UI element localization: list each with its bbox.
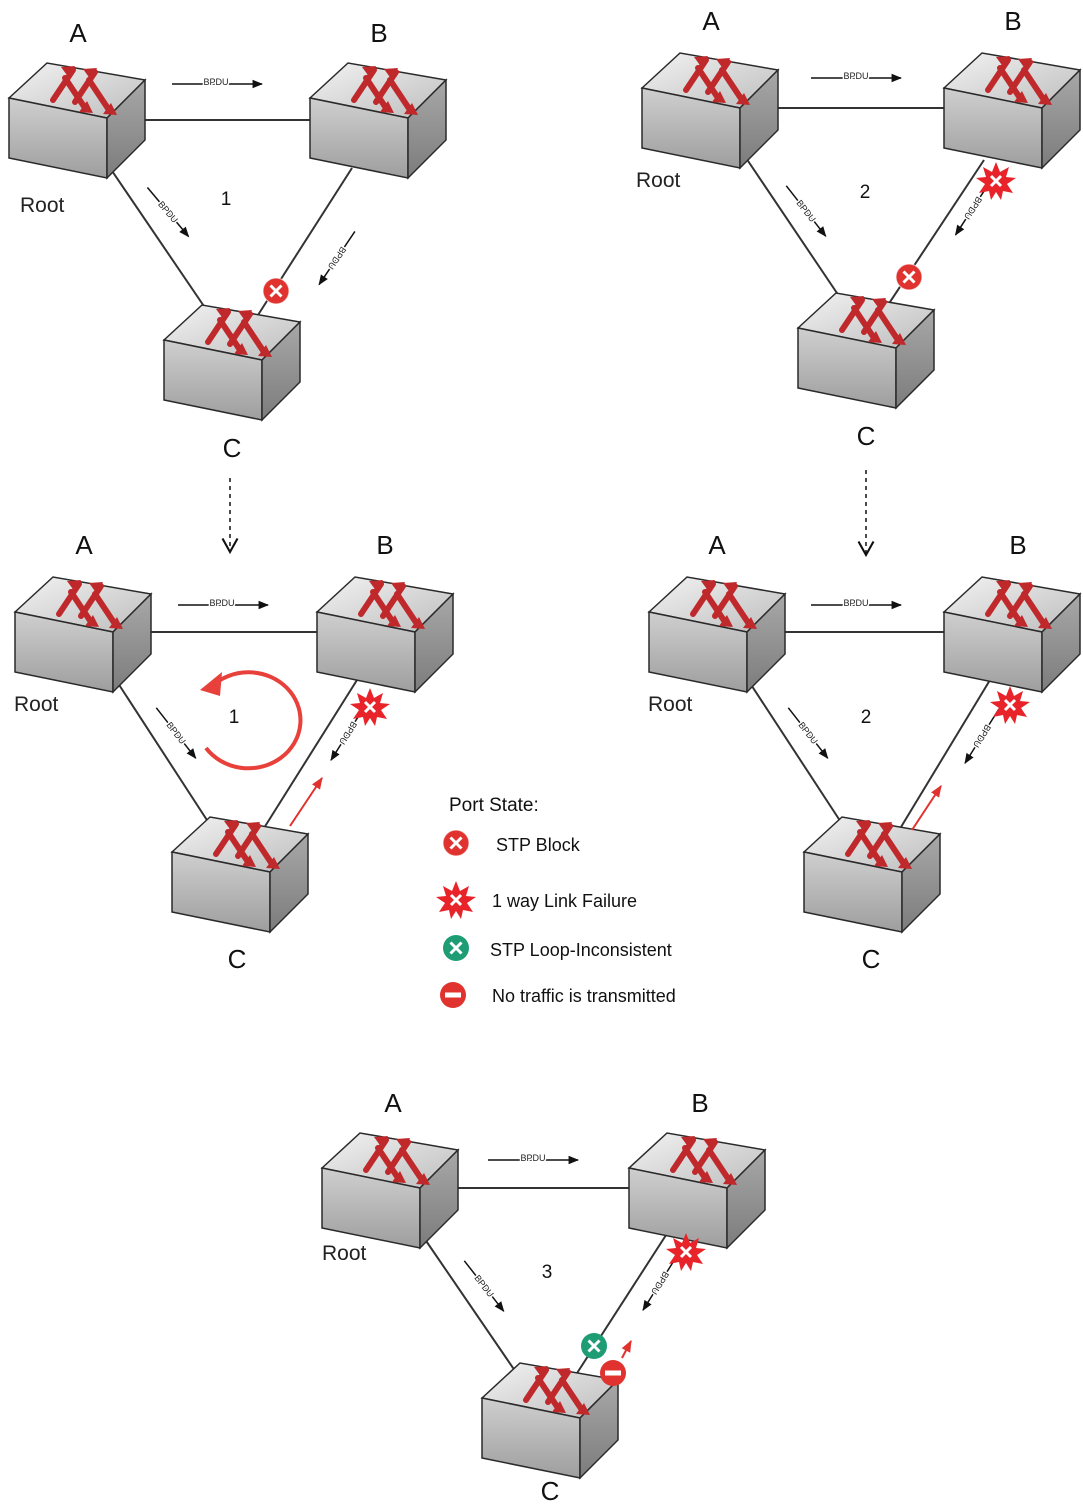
switch-c-icon [804,817,940,932]
link-a-c [741,151,844,303]
bpdu-label: BPDU [794,198,817,224]
switch-b-icon [317,577,453,692]
bpdu-arrow-a-c: BPDU [463,1260,505,1313]
bpdu-label: BPDU [164,720,187,746]
legend-title: Port State: [449,795,539,816]
bpdu-label: BPDU [472,1273,495,1299]
node-label-c: C [857,421,876,451]
bpdu-label: BPDU [843,598,868,608]
switch-c-icon [164,305,300,420]
root-label: Root [648,693,693,716]
step-number: 2 [861,707,872,728]
legend: Port State: STP Block 1 way Link Failure… [434,795,676,1008]
node-label-b: B [376,530,393,560]
panel-3: A B C Root 3 BPDU BPDU BPDU [322,1088,765,1504]
bpdu-label: BPDU [156,199,180,225]
bpdu-label: BPDU [971,723,993,750]
link-a-c [113,676,217,835]
root-label: Root [322,1242,367,1265]
loop-inconsistent-icon [441,933,471,963]
legend-item-label: No traffic is transmitted [492,986,676,1006]
node-label-a: A [69,18,87,48]
switch-c-icon [798,293,934,408]
node-label-c: C [228,944,247,974]
loop-inconsistent-icon [579,1331,609,1361]
bpdu-arrow-a-c: BPDU [155,707,197,760]
bpdu-arrow-a-b: BPDU [811,597,903,610]
bpdu-arrow-a-b: BPDU [811,70,903,83]
panel-2a: A B C Root 2 BPDU BPDU BPDU [636,6,1080,451]
traffic-flow-arrow [911,784,942,831]
no-traffic-icon [440,982,466,1008]
step-number: 3 [542,1262,553,1283]
switch-a-icon [642,53,778,168]
switch-c-icon [482,1363,618,1478]
panel-2b: A B C Root 2 BPDU BPDU BPDU [648,530,1080,974]
switch-b-icon [629,1133,765,1248]
node-label-b: B [370,18,387,48]
root-label: Root [636,169,681,192]
no-traffic-icon [600,1360,626,1386]
link-a-c [745,676,851,837]
bpdu-arrow-a-c: BPDU [787,707,829,760]
link-b-c [897,679,991,833]
bpdu-arrow-a-b: BPDU [172,76,264,89]
bpdu-label: BPDU [843,71,868,81]
bpdu-arrow-a-c: BPDU [146,187,190,238]
panel-1a: A B C Root 1 BPDU BPDU BPDU [9,18,446,463]
node-label-b: B [691,1088,708,1118]
bpdu-arrow-a-c: BPDU [785,185,827,238]
step-number: 2 [860,182,871,203]
switch-b-icon [944,53,1080,168]
legend-item-label: 1 way Link Failure [492,891,637,911]
link-b-c [263,679,358,829]
switch-a-icon [9,63,145,178]
stp-block-icon [261,276,291,306]
traffic-flow-arrow [289,777,323,827]
node-label-c: C [862,944,881,974]
node-label-c: C [223,433,242,463]
node-label-b: B [1009,530,1026,560]
bpdu-label: BPDU [962,195,984,221]
link-failure-icon [434,879,478,921]
stp-block-icon [441,828,471,858]
legend-item-label: STP Loop-Inconsistent [490,940,672,960]
bpdu-label: BPDU [796,720,819,746]
bpdu-label: BPDU [649,1270,671,1297]
node-label-a: A [75,530,93,560]
legend-item-label: STP Block [496,835,581,855]
node-label-a: A [702,6,720,36]
root-label: Root [14,693,59,716]
node-label-a: A [384,1088,402,1118]
link-failure-icon [988,684,1032,726]
stp-block-icon [894,262,924,292]
step-number: 1 [221,189,232,210]
switch-b-icon [944,577,1080,692]
switch-a-icon [322,1133,458,1248]
bpdu-label: BPDU [209,598,234,608]
link-a-c [419,1231,525,1385]
switch-a-icon [15,577,151,692]
root-label: Root [20,194,65,217]
node-label-a: A [708,530,726,560]
step-number: 1 [229,707,240,728]
bpdu-label: BPDU [337,720,359,747]
link-a-c [107,164,213,319]
bpdu-label: BPDU [326,245,348,271]
traffic-flow-arrow [621,1339,632,1359]
bpdu-arrow-b-c: BPDU [318,231,356,286]
panel-1b: A B C Root 1 BPDU BPDU BPDU [14,530,453,974]
bpdu-label: BPDU [203,77,228,87]
link-b-c [569,1231,669,1385]
switch-b-icon [310,63,446,178]
node-label-b: B [1004,6,1021,36]
node-label-c: C [541,1476,560,1504]
loop-circle-icon [200,670,303,771]
bpdu-arrow-a-b: BPDU [178,597,270,610]
bpdu-arrow-a-b: BPDU [488,1152,580,1165]
bpdu-label: BPDU [520,1153,545,1163]
switch-c-icon [172,817,308,932]
switch-a-icon [649,577,785,692]
